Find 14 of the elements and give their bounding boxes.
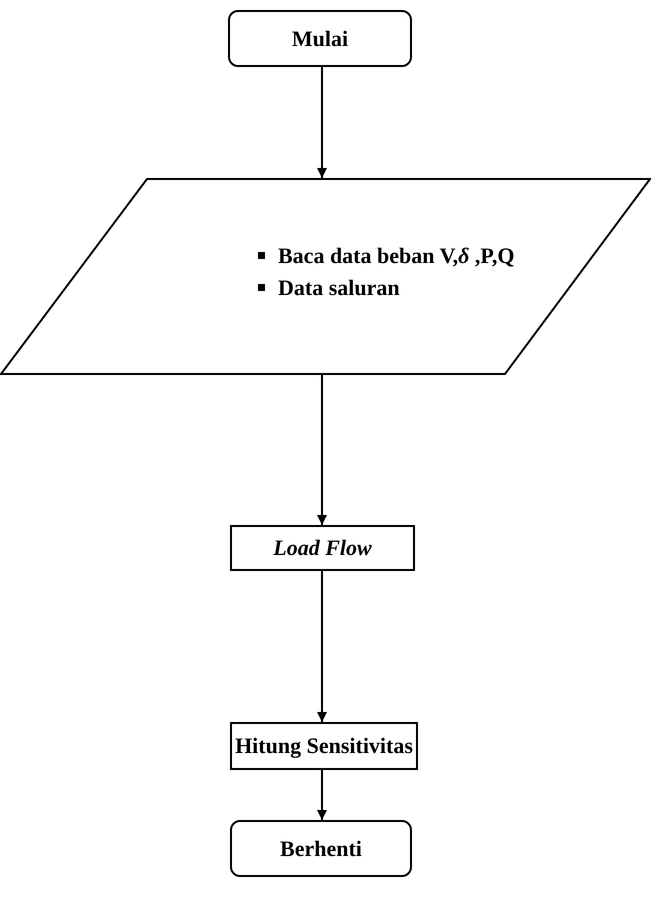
arrow bbox=[317, 67, 327, 178]
node-label: Load Flow bbox=[273, 535, 372, 561]
arrow bbox=[317, 770, 327, 820]
terminal-box bbox=[230, 820, 412, 877]
list-item: Data saluran bbox=[258, 272, 514, 304]
node-label: Hitung Sensitivitas bbox=[235, 733, 413, 759]
terminal-box bbox=[228, 10, 412, 67]
process-box bbox=[230, 722, 418, 770]
node-label: Mulai bbox=[292, 26, 348, 52]
arrow bbox=[317, 375, 327, 525]
process-box bbox=[230, 525, 415, 571]
arrow bbox=[317, 571, 327, 722]
node-label: Berhenti bbox=[280, 836, 362, 862]
list-item: Baca data beban V,δ ,P,Q bbox=[258, 240, 514, 272]
